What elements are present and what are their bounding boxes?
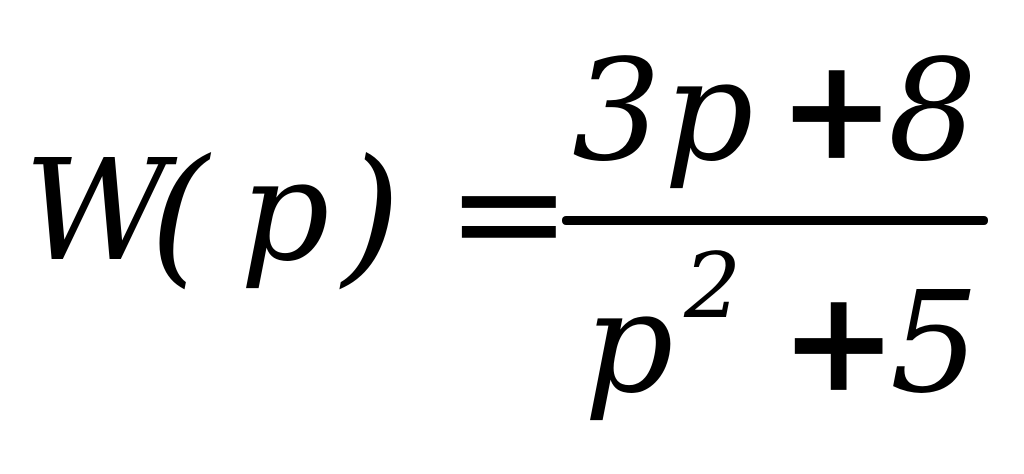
numerator-constant: 8 [888, 30, 978, 193]
numerator-variable: p [664, 30, 754, 193]
function-name: W [24, 130, 168, 293]
equals-sign: = [446, 126, 572, 300]
numerator-coefficient: 3 [572, 30, 662, 193]
close-parenthesis: ) [342, 128, 401, 302]
denominator-plus-sign: + [780, 260, 898, 424]
denominator-exponent: 2 [684, 234, 742, 339]
denominator-variable: p [584, 262, 674, 425]
denominator-constant: 5 [890, 262, 980, 425]
numerator-plus-sign: + [778, 28, 896, 192]
argument-variable: p [240, 130, 330, 293]
fraction-bar [562, 216, 988, 225]
open-parenthesis: ( [150, 128, 209, 302]
